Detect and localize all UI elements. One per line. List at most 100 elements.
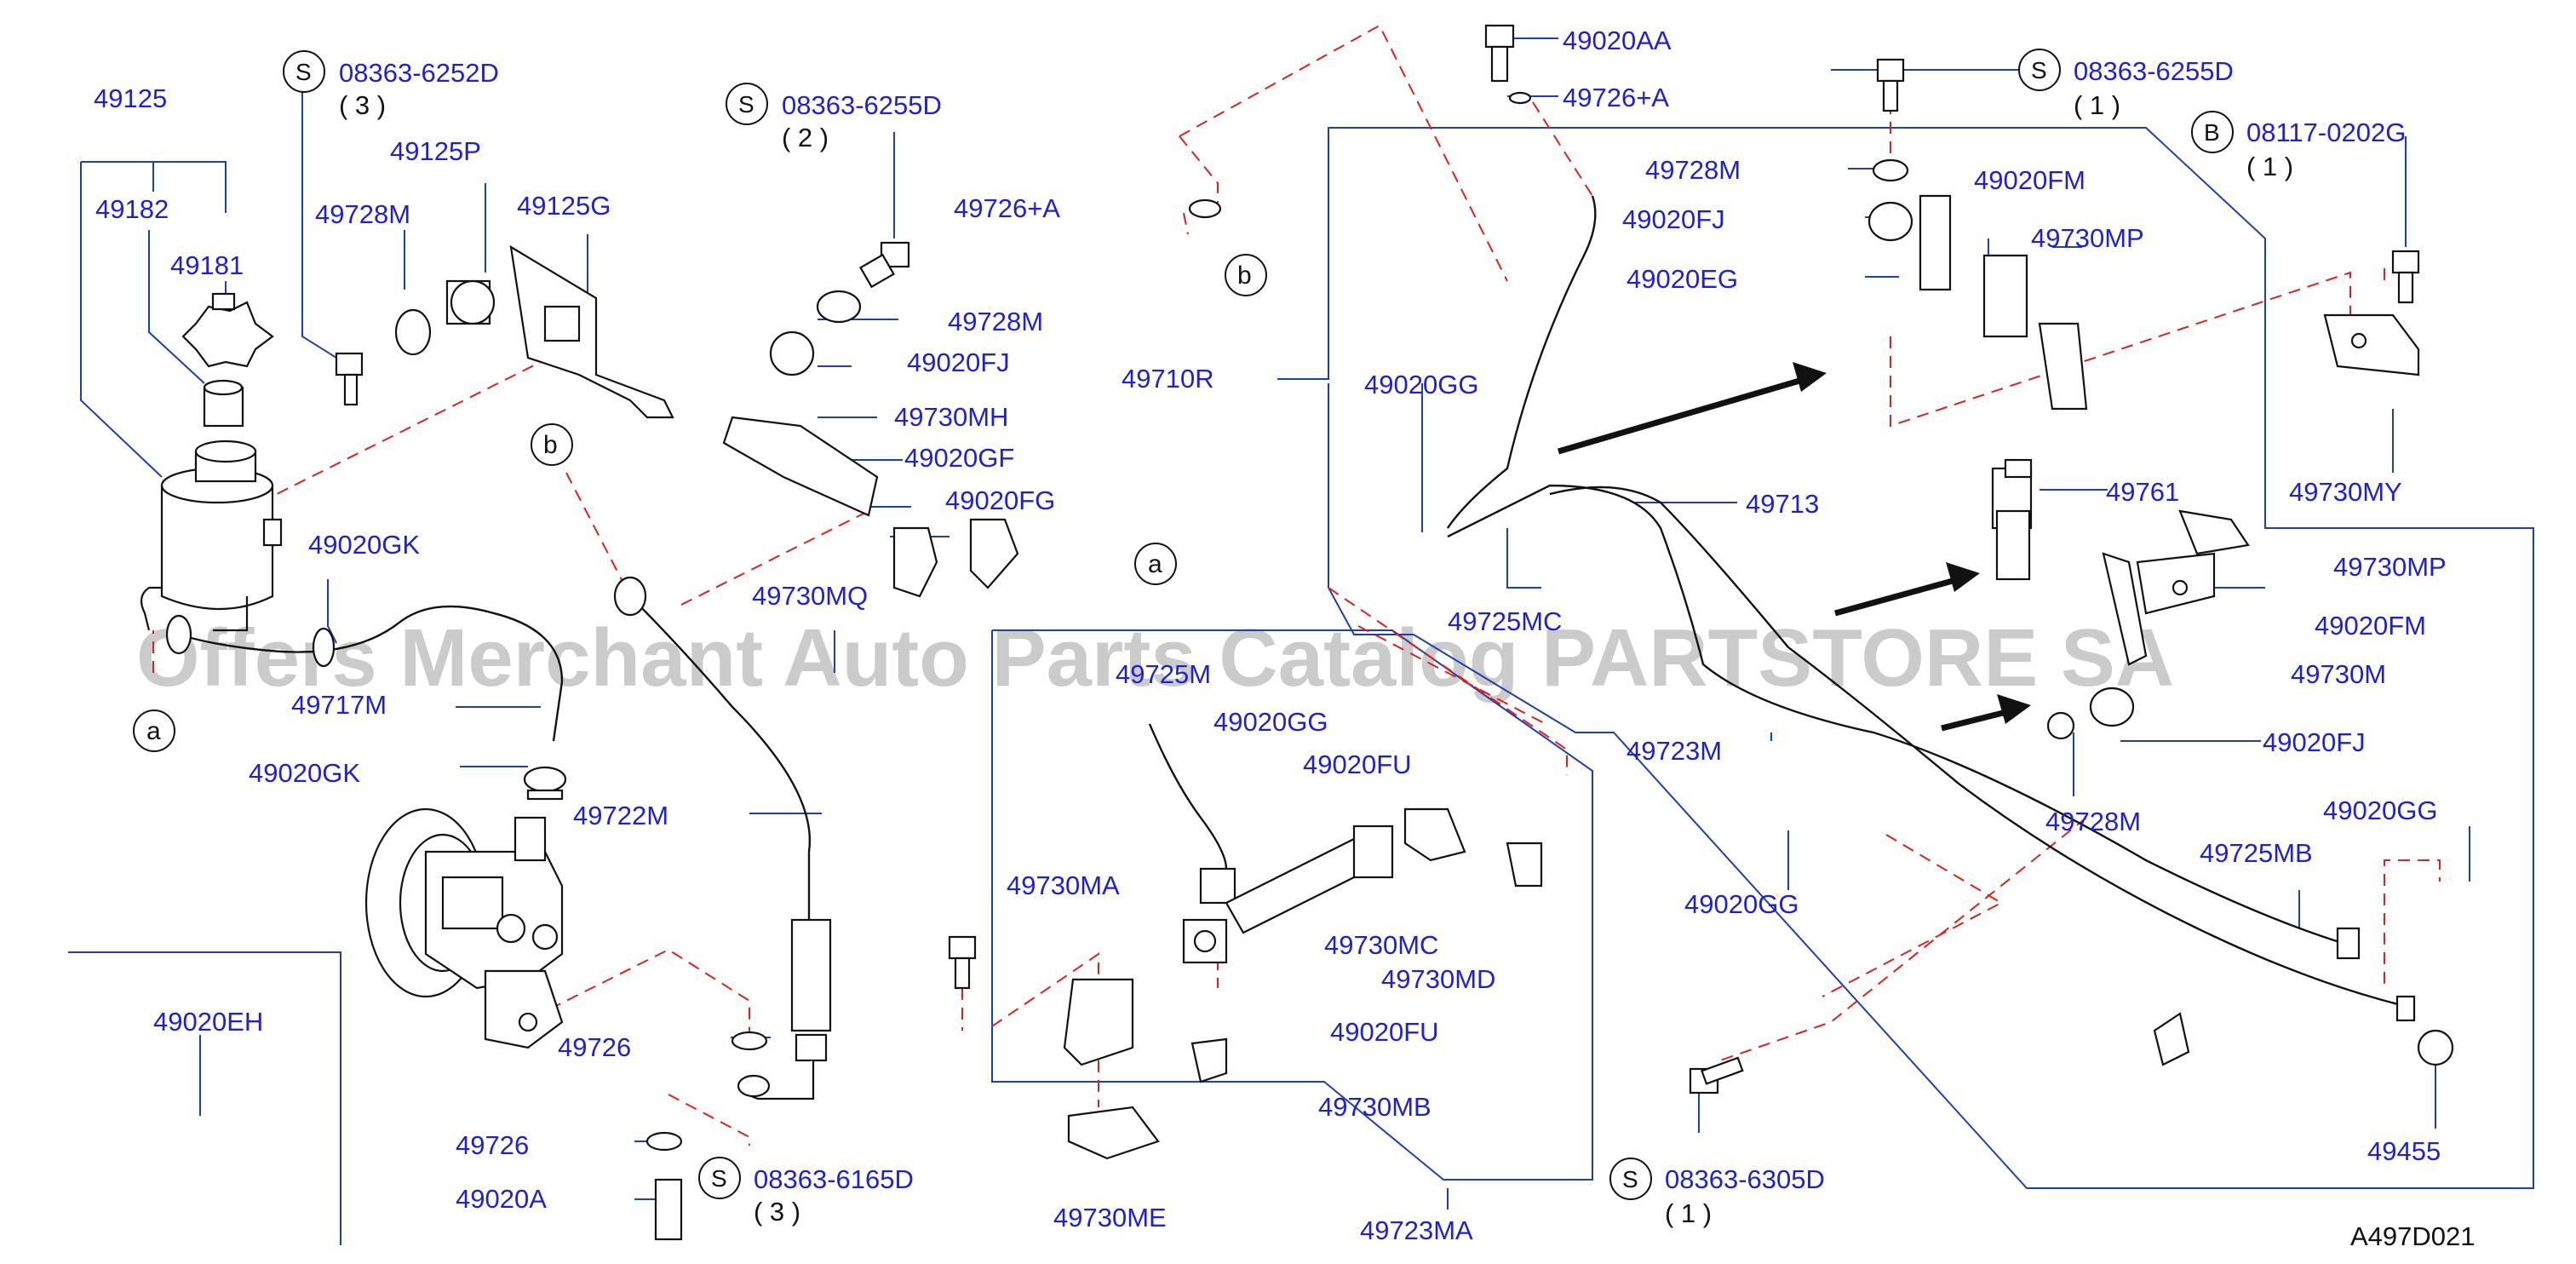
part-label: 49725M	[1116, 659, 1211, 689]
diagram-code: A497D021	[2350, 1221, 2476, 1251]
part-label: 49020GF	[904, 443, 1014, 473]
part-label: 49726	[558, 1032, 631, 1062]
reservoir-icon	[140, 440, 283, 632]
s-symbols: S S S S S B	[283, 49, 2234, 1200]
part-label: 49125P	[390, 136, 481, 166]
clamp-icon	[523, 766, 567, 801]
part-label: 49725MB	[2200, 838, 2313, 868]
part-label: 49020GG	[2323, 796, 2437, 825]
part-label: 08363-6255D	[2074, 56, 2234, 86]
part-label: 49020FG	[945, 485, 1055, 515]
part-label: 49730MY	[2289, 477, 2402, 507]
part-label: 08363-6165D	[754, 1164, 914, 1194]
part-label: 49020FU	[1303, 750, 1412, 779]
part-qty: ( 1 )	[1665, 1198, 1712, 1228]
svg-text:b: b	[543, 431, 558, 459]
pump-icon	[364, 807, 564, 1049]
part-label: 49725MC	[1448, 606, 1562, 636]
sensor-icon	[1991, 458, 2033, 581]
hose-icon	[165, 605, 564, 742]
part-label: 49713	[1746, 489, 1819, 519]
part-label: 49125	[94, 83, 167, 113]
part-label: 49723MA	[1360, 1215, 1473, 1245]
part-label: 49020FM	[1974, 165, 2085, 195]
part-label: 49728M	[1645, 155, 1741, 185]
bracket-icon	[1919, 194, 2250, 666]
part-label: 49723M	[1626, 736, 1722, 766]
part-qty: ( 3 )	[754, 1197, 800, 1227]
part-label: 49020GG	[1213, 707, 1328, 737]
part-labels: 49125 08363-6252D ( 3 ) 08363-6255D ( 2 …	[94, 26, 2476, 1251]
arrow-icon	[1558, 362, 2031, 732]
grommet-icon	[394, 158, 2135, 740]
part-label: 49020EG	[1626, 264, 1738, 294]
svg-text:a: a	[1148, 550, 1162, 578]
part-label: 49020GK	[308, 530, 420, 560]
washer-icon	[645, 91, 2454, 1152]
part-label: 49730MA	[1007, 870, 1120, 900]
part-label: 49020A	[456, 1184, 547, 1214]
part-qty: ( 1 )	[2074, 90, 2120, 120]
svg-text:S: S	[2031, 57, 2047, 83]
ref-circles: a a b b	[133, 254, 1267, 752]
watermark: Offers Merchant Auto Parts Catalog PARTS…	[136, 612, 2174, 704]
pipe-icon	[613, 576, 832, 1100]
part-label: 49726	[456, 1130, 529, 1160]
part-qty: ( 3 )	[339, 90, 386, 120]
part-label: 49730MQ	[752, 581, 868, 611]
part-label: 08117-0202G	[2246, 118, 2406, 147]
part-label: 49730ME	[1053, 1203, 1167, 1232]
part-label: 49181	[170, 250, 244, 280]
part-label: 49730MP	[2333, 552, 2447, 582]
part-label: 49761	[2106, 477, 2179, 507]
part-qty: ( 2 )	[782, 123, 829, 152]
part-qty: ( 1 )	[2246, 152, 2293, 181]
svg-text:S: S	[295, 59, 312, 85]
svg-text:a: a	[146, 717, 161, 745]
part-label: 08363-6252D	[339, 58, 499, 88]
svg-text:B: B	[2204, 119, 2220, 146]
part-label: 49730MC	[1324, 930, 1438, 960]
part-label: 49020FM	[2315, 611, 2426, 641]
bracket-icon	[509, 244, 1019, 598]
part-label: 49020FJ	[907, 348, 1010, 377]
part-label: 08363-6305D	[1665, 1164, 1825, 1194]
part-label: 49728M	[948, 307, 1043, 336]
part-label: 49182	[95, 194, 169, 224]
svg-text:S: S	[738, 91, 754, 118]
part-label: 49717M	[291, 690, 387, 720]
filter-icon	[203, 379, 244, 428]
bolt-icon	[335, 24, 2420, 1241]
svg-text:S: S	[1622, 1166, 1638, 1192]
part-label: 49730M	[2291, 659, 2386, 689]
part-label: 49710R	[1122, 364, 1214, 394]
cooler-icon	[1148, 723, 1543, 964]
part-label: 49020FU	[1330, 1017, 1439, 1047]
part-label: 08363-6255D	[782, 90, 942, 120]
pipe-icon	[1447, 195, 2416, 1022]
bracket-icon	[1063, 313, 2420, 1160]
part-label: 49730MB	[1318, 1092, 1431, 1122]
part-label: 49020GG	[1364, 370, 1478, 399]
part-label: 49726+A	[1563, 83, 1669, 112]
leader-lines	[68, 37, 2534, 1245]
part-label: 49728M	[315, 199, 410, 229]
cap-icon	[181, 292, 274, 368]
svg-text:b: b	[1237, 261, 1252, 290]
part-label: 49455	[2367, 1136, 2441, 1166]
part-label: 49726+A	[954, 193, 1060, 223]
part-label: 49020FJ	[1622, 204, 1725, 234]
part-label: 49020FJ	[2263, 727, 2366, 757]
part-label: 49728M	[2045, 807, 2141, 836]
part-label: 49730MH	[894, 402, 1008, 432]
svg-text:S: S	[711, 1165, 727, 1192]
part-label: 49020EH	[153, 1007, 263, 1037]
part-label: 49020AA	[1563, 26, 1672, 55]
part-label: 49125G	[517, 191, 611, 221]
part-label: 49730MP	[2031, 223, 2144, 253]
part-label: 49730MD	[1381, 964, 1495, 994]
part-label: 49722M	[573, 801, 668, 830]
part-label: 49020GK	[249, 758, 360, 788]
part-label: 49020GG	[1684, 889, 1799, 919]
